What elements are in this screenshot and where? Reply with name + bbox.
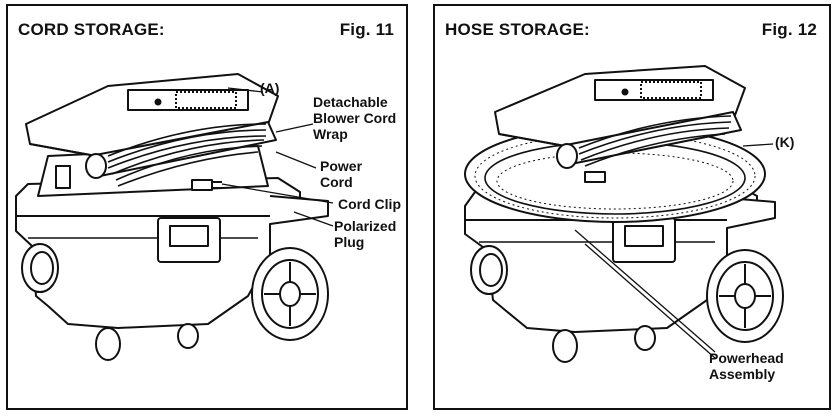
- vacuum-hose-storage-illustration: [464, 65, 784, 363]
- label-cord-clip: Cord Clip: [338, 196, 401, 212]
- label-k: (K): [775, 134, 795, 150]
- label-detachable-line2: Blower Cord: [313, 110, 397, 126]
- figure-12-panel: HOSE STORAGE: Fig. 12: [433, 4, 831, 410]
- vacuum-cord-storage-illustration: [15, 73, 334, 361]
- label-detachable-line1: Detachable: [313, 94, 388, 110]
- label-detachable-line3: Wrap: [313, 126, 348, 142]
- label-power-line2: Cord: [320, 174, 353, 190]
- figure-title: HOSE STORAGE:: [445, 20, 590, 39]
- label-powerhead-line1: Powerhead: [709, 350, 784, 366]
- label-polarized-line1: Polarized: [334, 218, 397, 234]
- figure-11-panel: CORD STORAGE: Fig. 11: [6, 4, 408, 410]
- label-a: (A): [260, 80, 280, 96]
- label-powerhead-line2: Assembly: [709, 366, 776, 382]
- label-power-line1: Power: [320, 158, 363, 174]
- figure-number: Fig. 11: [339, 20, 394, 39]
- label-polarized-line2: Plug: [334, 234, 365, 250]
- figure-title: CORD STORAGE:: [18, 20, 165, 39]
- figure-number: Fig. 12: [761, 20, 817, 39]
